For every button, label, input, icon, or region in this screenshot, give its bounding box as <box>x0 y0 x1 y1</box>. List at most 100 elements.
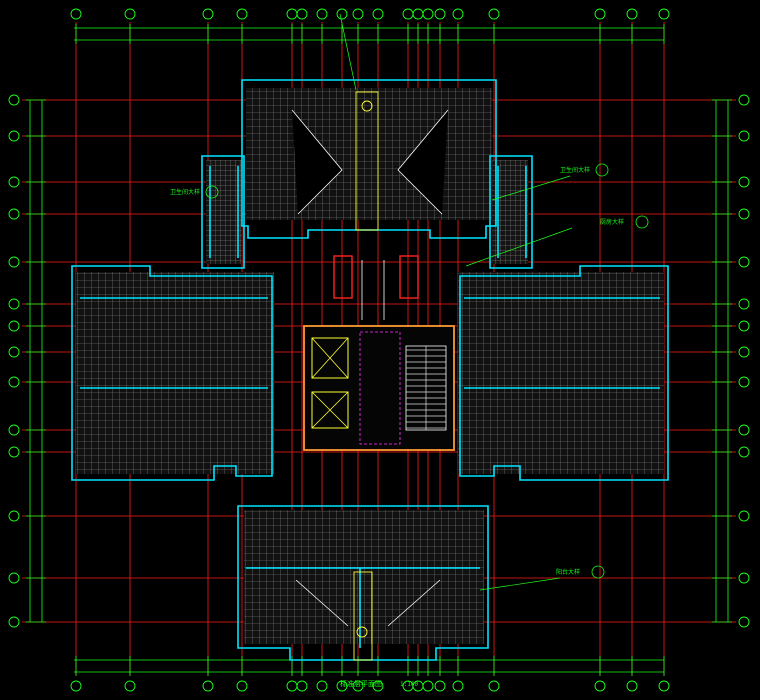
wall-inner-left-top <box>209 166 239 258</box>
axis-bubble-bottom-14 <box>452 680 464 692</box>
axis-bubble-top-5 <box>296 8 308 20</box>
axis-bubble-bottom-17 <box>626 680 638 692</box>
wall-inner-right-top <box>497 166 527 258</box>
callout-leader-n1 <box>491 175 571 201</box>
corridor <box>359 331 401 445</box>
axis-bubble-bottom-0 <box>70 680 82 692</box>
drawing-title-block: 标准层平面图 1:100 <box>340 679 418 688</box>
axis-bubble-left-7 <box>8 346 20 358</box>
axis-bubble-left-5 <box>8 298 20 310</box>
axis-bubbles <box>8 8 750 692</box>
axis-bubble-right-4 <box>738 256 750 268</box>
shaft-top <box>355 91 379 231</box>
axis-bubble-bottom-12 <box>422 680 434 692</box>
elevator-shaft-2 <box>311 391 349 429</box>
axis-bubble-left-3 <box>8 208 20 220</box>
elevator-shaft-1 <box>311 337 349 379</box>
callout-note-n2: 厨房大样 <box>600 218 624 226</box>
axis-bubble-right-7 <box>738 346 750 358</box>
axis-bubble-top-0 <box>70 8 82 20</box>
callout-leader-n4 <box>479 577 561 591</box>
axis-bubble-right-6 <box>738 320 750 332</box>
drawing-title: 标准层平面图 <box>340 679 382 688</box>
axis-bubble-right-2 <box>738 176 750 188</box>
elevator-lobby-fixtures <box>333 91 419 661</box>
axis-bubble-right-8 <box>738 376 750 388</box>
shaft-bottom <box>353 571 373 661</box>
callout-bubble-n3 <box>205 185 219 199</box>
axis-bubble-right-13 <box>738 616 750 628</box>
wall-bottom-inner <box>246 567 480 648</box>
axis-bubble-right-5 <box>738 298 750 310</box>
callout-bubble-n1 <box>595 163 609 177</box>
axis-bubble-bottom-5 <box>296 680 308 692</box>
axis-bubble-left-10 <box>8 446 20 458</box>
axis-bubble-left-2 <box>8 176 20 188</box>
axis-bubble-bottom-2 <box>202 680 214 692</box>
room-top-north <box>246 88 492 220</box>
room-left-wing <box>76 272 274 474</box>
axis-bubble-right-3 <box>738 208 750 220</box>
axis-bubble-bottom-8 <box>352 680 364 692</box>
axis-bubble-top-6 <box>316 8 328 20</box>
core-outline <box>303 325 455 451</box>
wall-outlines <box>71 79 669 661</box>
wall-right-balcony <box>489 155 533 269</box>
axis-bubble-bottom-13 <box>434 680 446 692</box>
roof-slope-lines <box>291 109 449 627</box>
axis-bubble-top-14 <box>452 8 464 20</box>
axis-bubble-right-11 <box>738 510 750 522</box>
room-top-left-balcony <box>206 160 242 264</box>
axis-bubble-bottom-15 <box>488 680 500 692</box>
axis-bubble-left-11 <box>8 510 20 522</box>
axis-bubble-top-3 <box>236 8 248 20</box>
axis-bubble-top-8 <box>352 8 364 20</box>
axis-bubble-right-12 <box>738 572 750 584</box>
drain-bottom <box>356 626 368 638</box>
axis-bubble-left-13 <box>8 616 20 628</box>
wall-right-wing <box>459 265 669 481</box>
drawing-scale: 1:100 <box>400 681 418 688</box>
callout-bubble-n4 <box>591 565 605 579</box>
callout-note-n3: 卫生间大样 <box>170 188 200 196</box>
wall-left-wing <box>71 265 273 481</box>
wall-top-block <box>241 79 497 239</box>
axis-bubble-top-2 <box>202 8 214 20</box>
axis-bubble-top-7 <box>336 8 348 20</box>
callout-note-n4: 阳台大样 <box>556 568 580 576</box>
axis-bubble-right-10 <box>738 446 750 458</box>
axis-bubble-bottom-3 <box>236 680 248 692</box>
axis-bubble-bottom-9 <box>372 680 384 692</box>
axis-bubble-bottom-18 <box>658 680 670 692</box>
axis-bubble-left-12 <box>8 572 20 584</box>
axis-bubble-left-4 <box>8 256 20 268</box>
axis-bubble-right-9 <box>738 424 750 436</box>
axis-bubble-right-0 <box>738 94 750 106</box>
wall-right-wing-inner <box>464 297 660 389</box>
axis-bubble-top-12 <box>422 8 434 20</box>
axis-bubble-top-16 <box>594 8 606 20</box>
axis-bubble-top-9 <box>372 8 384 20</box>
axis-bubble-top-1 <box>124 8 136 20</box>
axis-bubble-bottom-7 <box>336 680 348 692</box>
elevator-car-right <box>399 255 419 299</box>
room-right-wing <box>458 272 664 474</box>
elevator-car-left <box>333 255 353 299</box>
wall-bottom-block <box>237 505 489 661</box>
elevator-shaft-2-cross <box>311 391 349 429</box>
drain-top <box>361 100 373 112</box>
callout-leader-n2 <box>465 227 573 267</box>
axis-bubble-bottom-1 <box>124 680 136 692</box>
stair-elevator-core <box>303 325 455 451</box>
callout-note-n1: 卫生间大样 <box>560 166 590 174</box>
axis-bubble-top-17 <box>626 8 638 20</box>
wall-left-balcony <box>201 155 245 269</box>
wall-left-wing-inner <box>80 297 268 389</box>
axis-bubble-top-15 <box>488 8 500 20</box>
elevator-shaft-1-cross <box>311 337 349 379</box>
lobby-rail <box>361 260 385 320</box>
axis-bubble-left-0 <box>8 94 20 106</box>
callout-leader-n3 <box>339 13 357 91</box>
